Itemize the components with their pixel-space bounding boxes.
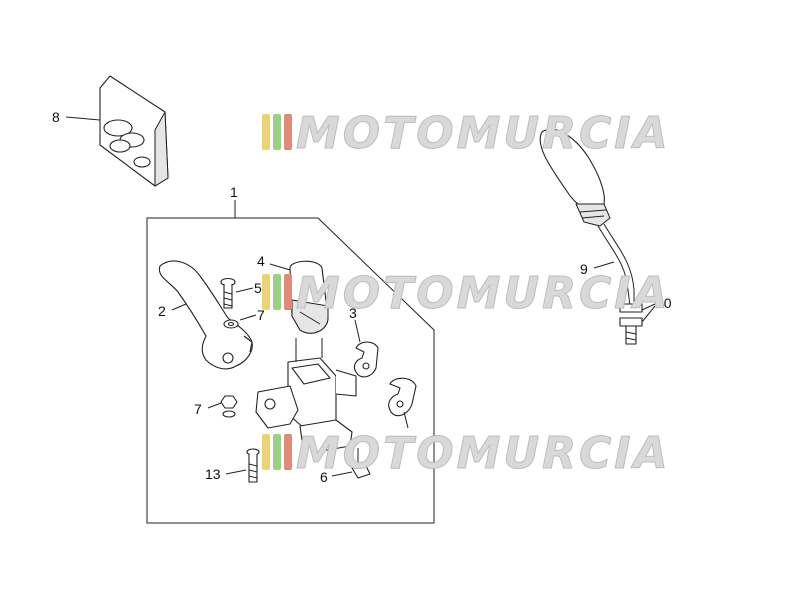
part-3-clamp-lower [388,377,417,417]
watermark-middle: MOTOMURCIA [262,268,671,320]
callout-6: 6 [320,469,328,485]
svg-text:MOTOMURCIA: MOTOMURCIA [296,428,671,479]
part-6-small-screw [351,448,371,479]
part-9-mirror [539,128,635,307]
callout-4: 4 [257,253,265,269]
watermark-bottom: MOTOMURCIA [262,428,671,480]
svg-text:MOTOMURCIA: MOTOMURCIA [296,108,671,159]
part-4-reservoir-cap [289,260,329,334]
watermark-top: MOTOMURCIA [262,108,671,160]
part-2-brake-lever [158,260,253,370]
callout-7-lower: 7 [194,401,202,417]
part-8-kit-box [99,75,169,187]
part-5-pivot-screw [220,277,236,309]
callout-10: 10 [656,295,672,311]
part-1-group-outline [146,217,435,524]
part-3-clamp-upper [353,341,379,378]
part-7-washer-upper [223,319,239,329]
svg-text:MOTOMURCIA: MOTOMURCIA [296,268,671,319]
callout-13: 13 [205,466,221,482]
callout-3: 3 [349,305,357,321]
callout-5: 5 [254,280,262,296]
callout-8: 8 [52,109,60,125]
callout-7-upper: 7 [257,307,265,323]
callout-1: 1 [230,184,238,200]
part-7-nut-lower [220,395,238,418]
callout-2: 2 [158,303,166,319]
part-10-mirror-nuts [619,303,643,345]
callout-9: 9 [580,261,588,277]
part-13-bolt [246,448,260,483]
master-cylinder-body [255,338,357,453]
